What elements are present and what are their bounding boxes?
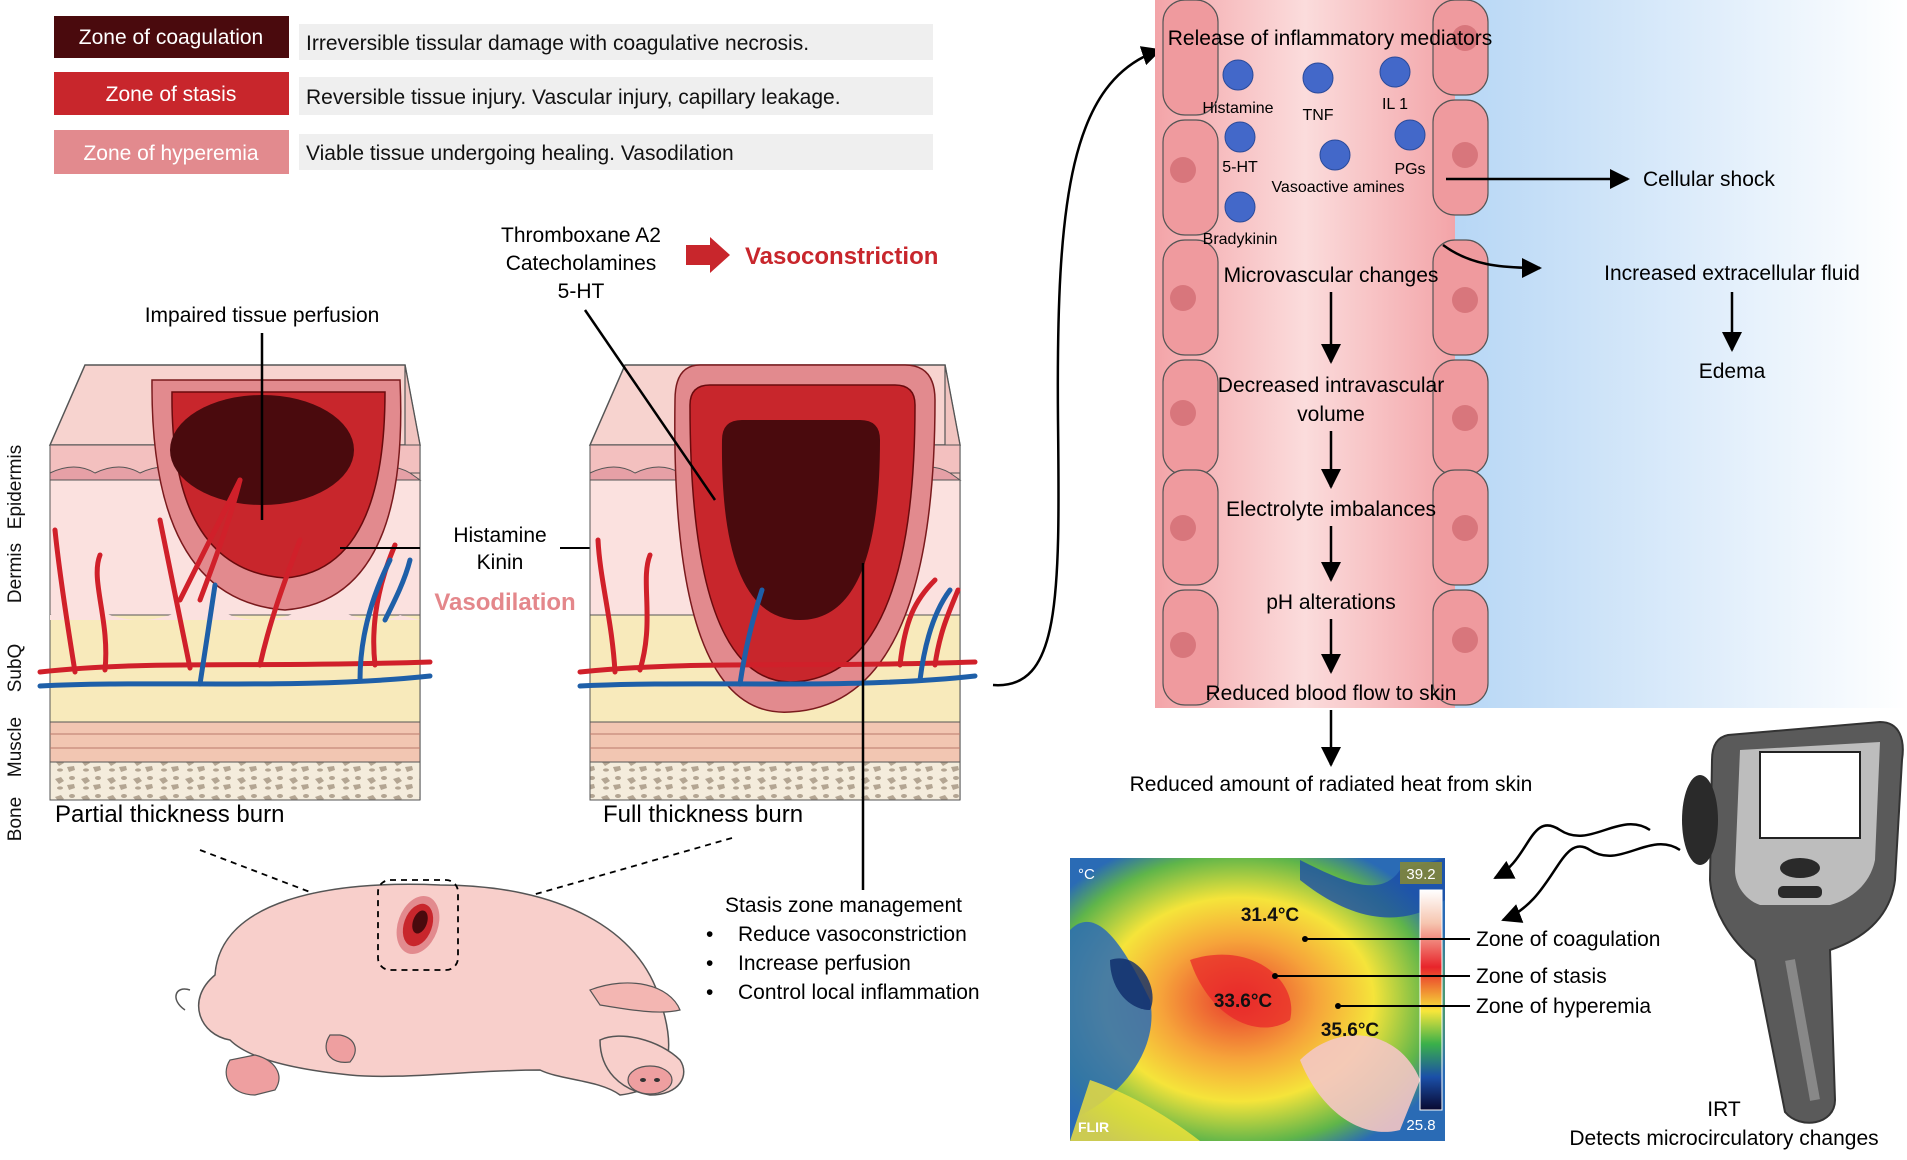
mediator-vasoactive-amines: Vasoactive amines — [1271, 179, 1404, 196]
step-ph-alterations: pH alterations — [1266, 591, 1396, 614]
stasis-bullet-3: • — [706, 981, 713, 1004]
vasoconstriction-arrow-icon — [686, 237, 730, 273]
vessel-cascade: Release of inflammatory mediators Histam… — [1155, 0, 1907, 767]
mediator-dots — [1222, 56, 1426, 223]
layer-label-muscle: Muscle — [5, 717, 26, 777]
irt-camera-icon — [1682, 720, 1904, 1124]
infrared-emission-arrows — [1493, 823, 1681, 923]
thermal-zone-stasis: Zone of stasis — [1476, 965, 1607, 988]
legend-zone-label: Zone of stasis — [106, 83, 237, 106]
partial-thickness-title: Partial thickness burn — [55, 801, 284, 828]
legend-description: Irreversible tissular damage with coagul… — [306, 32, 809, 55]
legend-description-box — [299, 24, 933, 60]
mediator-5ht: 5-HT — [1222, 159, 1258, 176]
stasis-zone-management: Stasis zone management • Reduce vasocons… — [706, 894, 980, 1004]
legend-swatch-hyperemia — [54, 130, 289, 174]
stasis-item-2: Increase perfusion — [738, 952, 911, 975]
impaired-perfusion-label: Impaired tissue perfusion — [145, 304, 380, 327]
temp-stasis: 33.6°C — [1214, 991, 1273, 1012]
legend-zone-label: Zone of coagulation — [79, 26, 263, 49]
mediator-pgs: PGs — [1394, 161, 1425, 178]
thermal-zone-coagulation: Zone of coagulation — [1476, 928, 1660, 951]
temp-hyperemia: 35.6°C — [1321, 1020, 1380, 1041]
kinin-label: Kinin — [477, 551, 524, 574]
legend-description-box — [299, 134, 933, 170]
stasis-item-3: Control local inflammation — [738, 981, 980, 1004]
cellular-shock-label: Cellular shock — [1643, 168, 1775, 191]
flir-logo: FLIR — [1078, 1119, 1109, 1135]
layer-label-subq: SubQ — [5, 644, 26, 693]
histamine-label: Histamine — [453, 524, 546, 547]
connector-arrow — [992, 46, 1162, 687]
layer-labels: Epidermis Dermis SubQ Muscle Bone — [5, 445, 26, 841]
mediator-histamine: Histamine — [1202, 100, 1273, 117]
legend-description: Reversible tissue injury. Vascular injur… — [306, 86, 841, 109]
step-volume: volume — [1297, 403, 1365, 426]
mediator-bradykinin: Bradykinin — [1203, 231, 1278, 248]
edema-label: Edema — [1699, 360, 1766, 383]
legend-zone-label: Zone of hyperemia — [83, 142, 258, 165]
partial-thickness-skin-block: Impaired tissue perfusion Partial thickn… — [37, 304, 433, 828]
irt-caption: Detects microcirculatory changes — [1569, 1127, 1878, 1150]
vessel-title: Release of inflammatory mediators — [1168, 27, 1492, 50]
stasis-bullet-1: • — [706, 923, 713, 946]
legend: Zone of coagulation Irreversible tissula… — [54, 16, 933, 174]
thermal-image: °C 39.2 25.8 FLIR 31.4°C 33.6°C 35.6°C — [1070, 858, 1470, 1141]
legend-description: Viable tissue undergoing healing. Vasodi… — [306, 142, 734, 165]
vasodilation-mediators: Histamine Kinin Vasodilation — [340, 524, 700, 616]
step-reduced-blood-flow: Reduced blood flow to skin — [1206, 682, 1457, 705]
mediator-il1: IL 1 — [1382, 96, 1408, 113]
pig-illustration — [175, 837, 733, 1096]
vasodilation-label: Vasodilation — [434, 589, 575, 616]
full-thickness-title: Full thickness burn — [603, 801, 803, 828]
stasis-item-1: Reduce vasoconstriction — [738, 923, 967, 946]
step-electrolyte-imbalances: Electrolyte imbalances — [1226, 498, 1436, 521]
legend-description-box — [299, 77, 933, 115]
legend-swatch-stasis — [54, 72, 289, 115]
step-microvascular-changes: Microvascular changes — [1224, 264, 1439, 287]
thermal-zone-labels: Zone of coagulation Zone of stasis Zone … — [1476, 928, 1660, 1018]
layer-label-bone: Bone — [5, 797, 26, 841]
mediator-tnf: TNF — [1302, 107, 1333, 124]
legend-swatch-coagulation — [54, 16, 289, 58]
vasoconstrictor-5ht: 5-HT — [558, 280, 605, 303]
layer-label-epidermis: Epidermis — [5, 445, 26, 529]
temp-coagulation: 31.4°C — [1241, 905, 1300, 926]
step-decreased-intravascular: Decreased intravascular — [1218, 374, 1444, 397]
thermal-unit: °C — [1078, 866, 1095, 883]
stasis-bullet-2: • — [706, 952, 713, 975]
thermal-min: 25.8 — [1406, 1117, 1435, 1134]
irt-label: IRT — [1707, 1098, 1741, 1121]
layer-label-dermis: Dermis — [5, 543, 26, 603]
extracellular-fluid-label: Increased extracellular fluid — [1604, 262, 1860, 285]
side-outcomes: Cellular shock Increased extracellular f… — [1442, 168, 1860, 383]
legend-row-coagulation: Zone of coagulation Irreversible tissula… — [54, 16, 933, 60]
vasoconstrictor-thromboxane: Thromboxane A2 — [501, 224, 661, 247]
thermal-scale-bar — [1419, 889, 1443, 1111]
thermal-zone-hyperemia: Zone of hyperemia — [1476, 995, 1651, 1018]
vasoconstrictor-catecholamines: Catecholamines — [506, 252, 657, 275]
legend-row-hyperemia: Zone of hyperemia Viable tissue undergoi… — [54, 130, 933, 174]
reduced-radiated-heat: Reduced amount of radiated heat from ski… — [1130, 773, 1533, 796]
full-thickness-skin-block: Thromboxane A2 Catecholamines 5-HT Vasoc… — [501, 224, 978, 890]
stasis-management-title: Stasis zone management — [725, 894, 962, 917]
thermal-max: 39.2 — [1406, 866, 1435, 883]
legend-row-stasis: Zone of stasis Reversible tissue injury.… — [54, 72, 933, 115]
vasoconstriction-label: Vasoconstriction — [745, 243, 938, 270]
